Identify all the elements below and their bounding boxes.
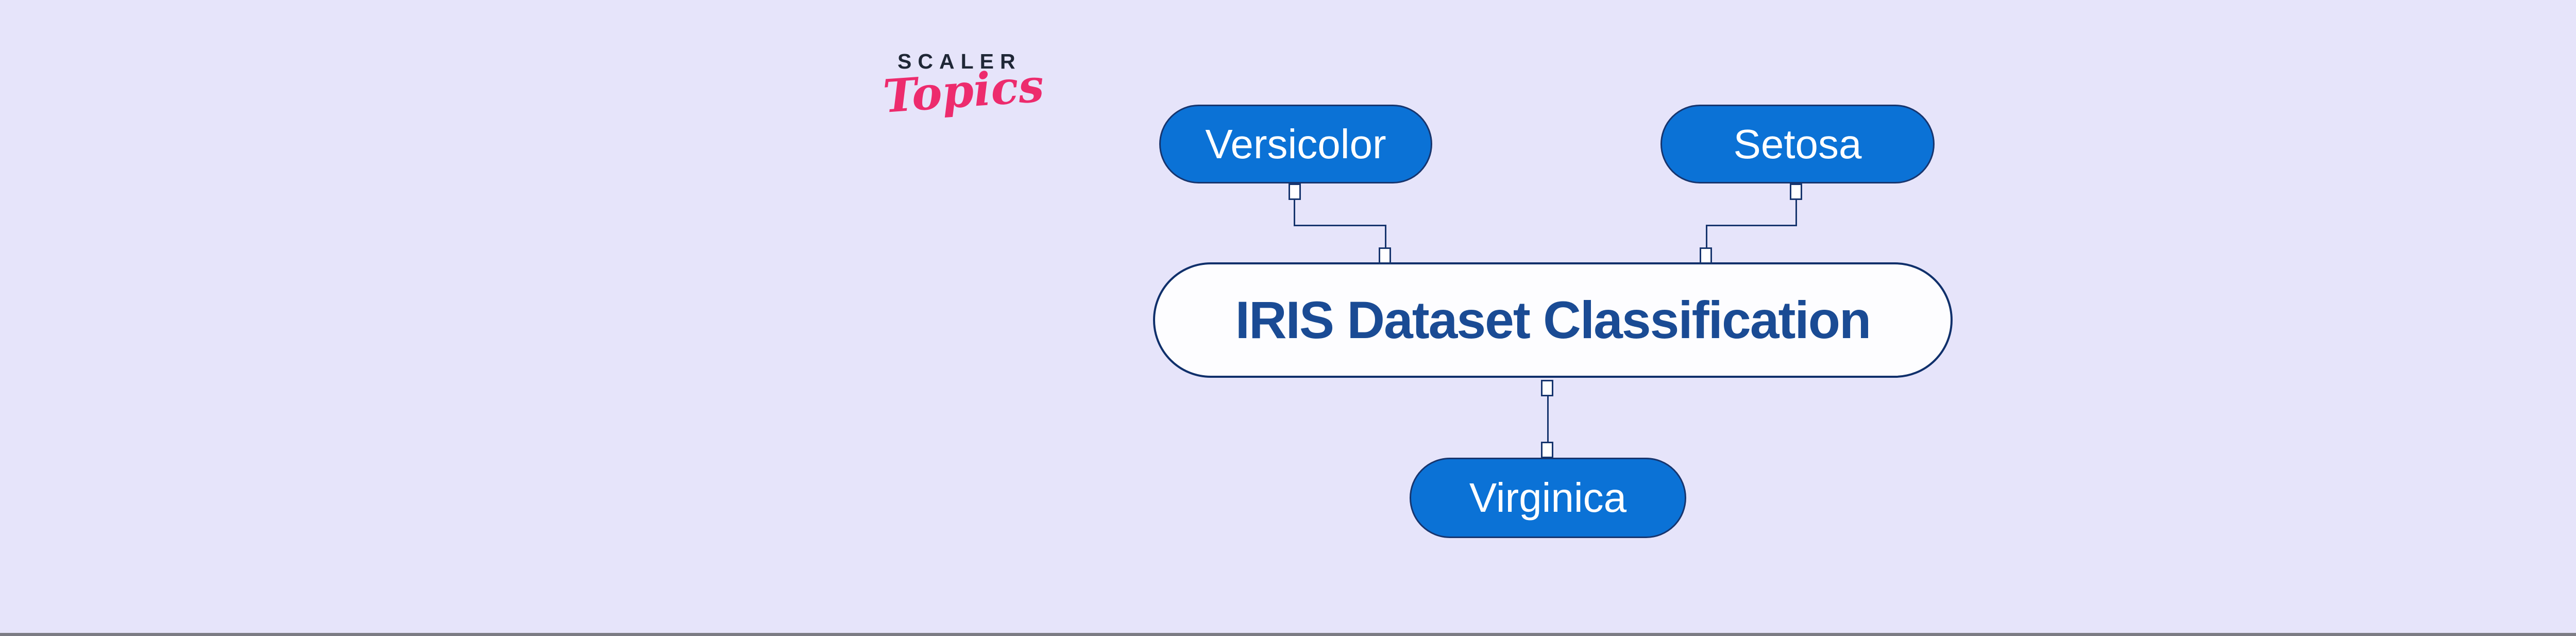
scaler-topics-logo: SCALER Topics: [882, 49, 1046, 153]
connector-setosa-horizontal: [1706, 225, 1797, 226]
node-virginica-label: Virginica: [1469, 475, 1627, 521]
title-node-label: IRIS Dataset Classification: [1235, 290, 1872, 349]
node-setosa: Setosa: [1660, 105, 1935, 183]
port-title-top-right: [1700, 247, 1712, 264]
node-versicolor: Versicolor: [1159, 105, 1432, 183]
port-virginica-top: [1541, 442, 1553, 458]
connector-virginica-vertical: [1547, 395, 1549, 443]
connector-setosa-vertical-2: [1706, 225, 1707, 249]
port-setosa-bottom: [1790, 183, 1802, 200]
logo-brand-text: SCALER: [897, 49, 1022, 73]
port-title-top-left: [1379, 247, 1391, 264]
port-title-bottom: [1541, 380, 1553, 396]
node-iris-dataset-classification: IRIS Dataset Classification: [1153, 262, 1953, 378]
node-versicolor-label: Versicolor: [1205, 121, 1386, 167]
logo-product-text: Topics: [881, 58, 1046, 123]
connector-versicolor-vertical-1: [1294, 199, 1295, 226]
node-virginica: Virginica: [1410, 458, 1686, 538]
connector-versicolor-vertical-2: [1385, 225, 1386, 249]
footer-divider-line: [0, 633, 2576, 636]
connector-versicolor-horizontal: [1294, 225, 1386, 226]
connector-setosa-vertical-1: [1795, 199, 1797, 226]
port-versicolor-bottom: [1289, 183, 1301, 200]
node-setosa-label: Setosa: [1733, 121, 1862, 167]
